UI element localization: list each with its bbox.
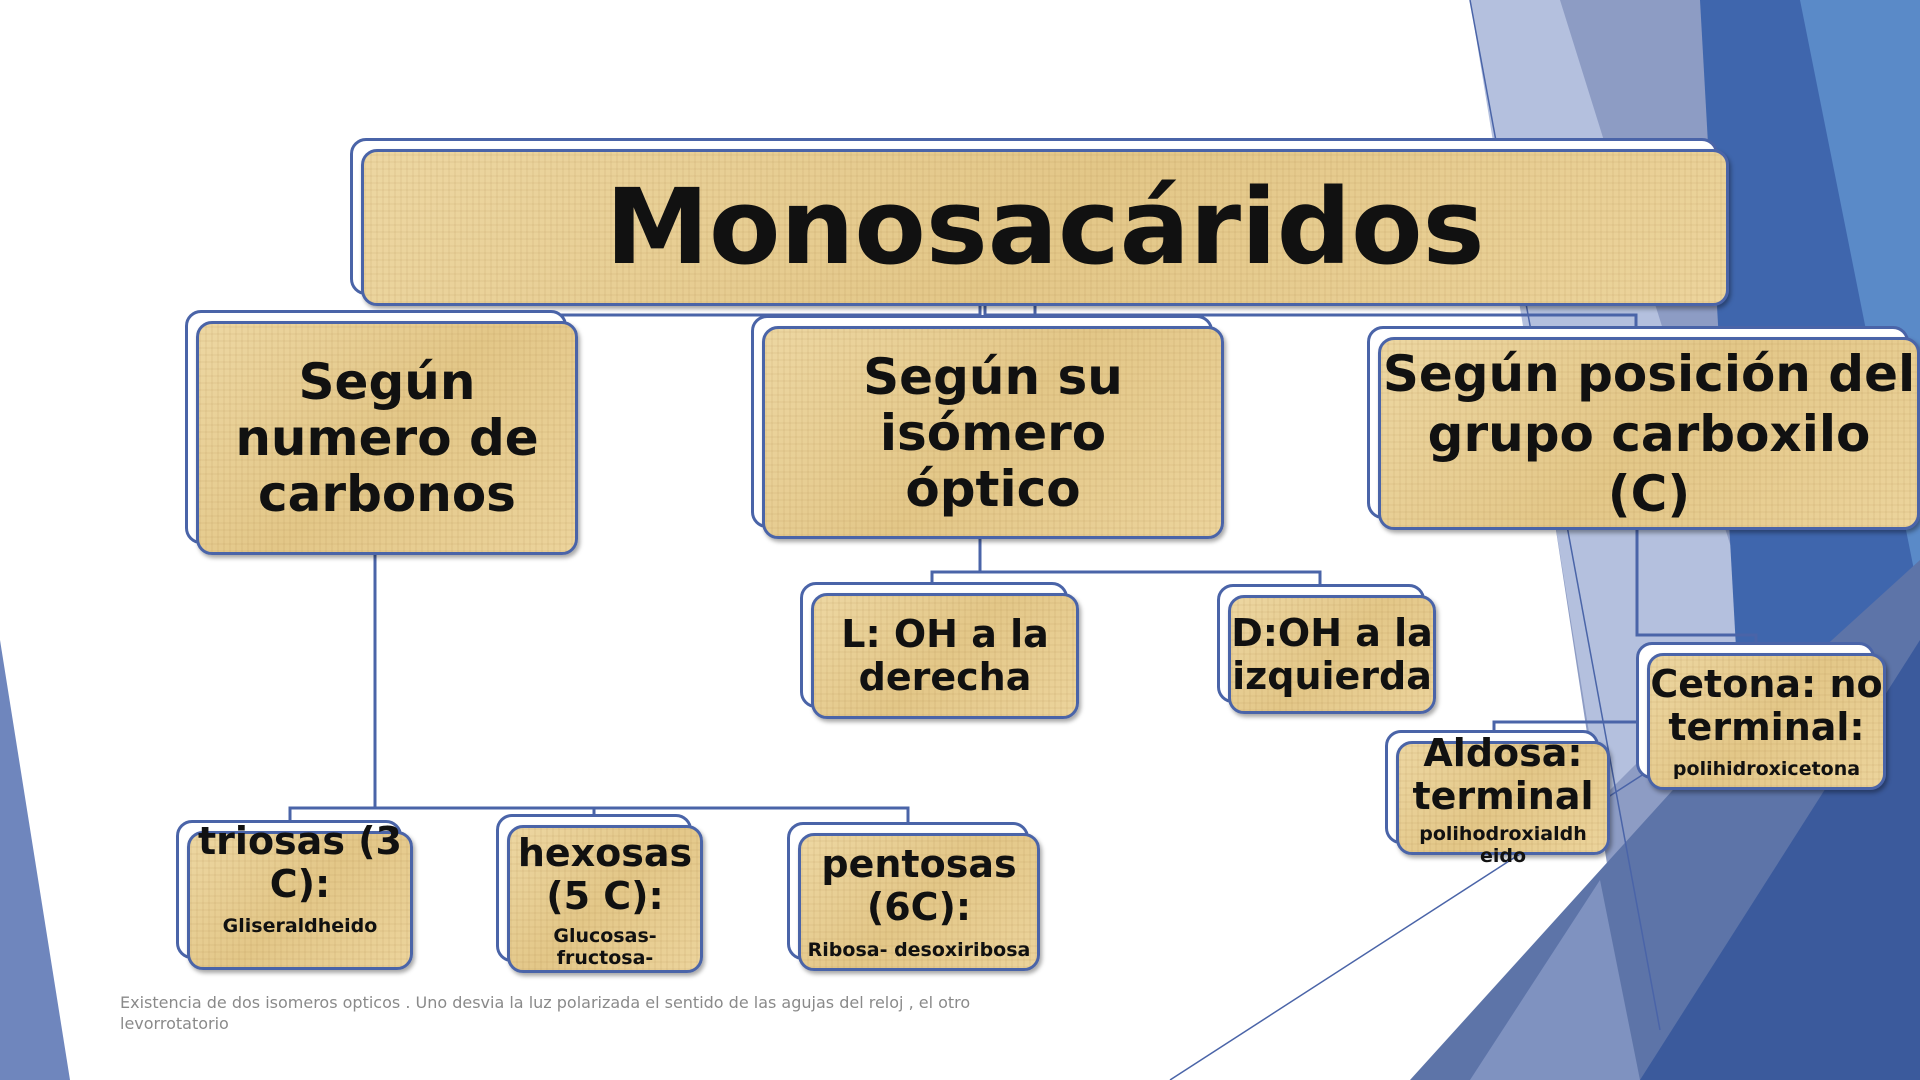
aldose-node: Aldosa: terminal polihodroxialdheido	[1385, 730, 1610, 867]
carbon-type-pentosas: pentosas (6C): Ribosa- desoxiribosa	[787, 822, 1040, 971]
isomer-label: L: OH a la derecha	[841, 612, 1049, 699]
footnote: Existencia de dos isomeros opticos . Uno…	[120, 993, 971, 1033]
category-label: Según posición del grupo carboxilo (C)	[1382, 344, 1916, 523]
ketose-node: Cetona: no terminal: polihidroxicetona	[1636, 642, 1886, 790]
aldose-label: Aldosa: terminal	[1412, 731, 1594, 818]
carbon-type-label: triosas (3 C):	[198, 819, 402, 906]
isomer-l: L: OH a la derecha	[800, 582, 1079, 719]
aldose-example: polihodroxialdheido	[1419, 823, 1587, 868]
isomer-d: D:OH a la izquierda	[1217, 584, 1436, 714]
category-label: Según su isómero óptico	[863, 347, 1123, 518]
category-isomer: Según su isómero óptico	[751, 315, 1224, 539]
title-node: Monosacáridos	[350, 138, 1729, 306]
carbon-type-example: Gliseraldheido	[222, 915, 378, 938]
carbon-type-example: Glucosas- fructosa-	[553, 925, 657, 970]
diagram-title: Monosacáridos	[605, 166, 1485, 289]
category-carbonyl: Según posición del grupo carboxilo (C)	[1367, 326, 1920, 530]
isomer-label: D:OH a la izquierda	[1231, 610, 1433, 698]
ketose-label: Cetona: no terminal:	[1650, 661, 1883, 749]
carbon-type-hexosas: hexosas (5 C): Glucosas- fructosa-	[496, 814, 703, 973]
category-carbons: Según numero de carbonos	[185, 310, 578, 555]
carbon-type-triosas: triosas (3 C): Gliseraldheido	[176, 820, 413, 970]
carbon-type-example: Ribosa- desoxiribosa	[807, 938, 1031, 961]
ketose-example: polihidroxicetona	[1672, 758, 1861, 781]
carbon-type-label: pentosas (6C):	[821, 842, 1017, 929]
carbon-type-label: hexosas (5 C):	[517, 831, 693, 918]
category-label: Según numero de carbonos	[235, 353, 539, 523]
